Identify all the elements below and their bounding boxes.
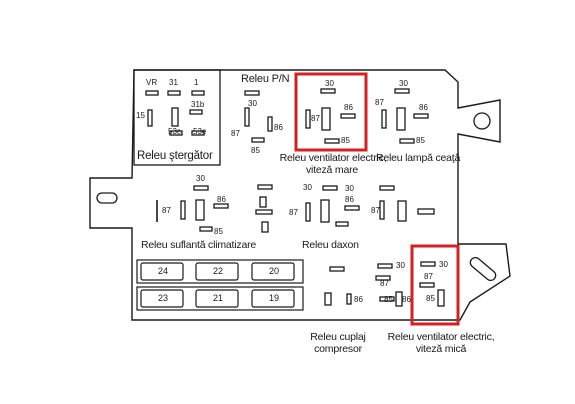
- pin-label: 86: [345, 195, 354, 204]
- label-cuplaj-line2: compresor: [314, 343, 362, 355]
- pin-label: 85: [416, 136, 425, 145]
- label-vent-mica-line2: viteză mică: [415, 343, 467, 355]
- pin-label: 1: [194, 78, 199, 87]
- fuse-label: 23: [158, 293, 169, 303]
- pin-label: 30: [248, 99, 257, 108]
- pin-label: 87: [380, 279, 389, 288]
- label-cuplaj-line1: Releu cuplaj: [310, 331, 366, 343]
- mount-hole-right: [473, 112, 491, 130]
- pin-label: 85: [426, 294, 435, 303]
- pin-label: 85: [251, 146, 260, 155]
- wiper-relay-box: [133, 69, 221, 166]
- label-releu-stergator: Releu ştergător: [137, 150, 213, 162]
- pin-label: 87: [311, 114, 320, 123]
- pin-label: 86: [402, 295, 411, 304]
- fuse-row-top: [136, 259, 304, 284]
- pin-label: 30: [396, 261, 405, 270]
- pin-label: 31: [169, 78, 178, 87]
- label-lampa-ceata: Releu lampă ceaţă: [376, 152, 461, 164]
- pin-label: 85: [384, 295, 393, 304]
- pin-label: 85: [341, 136, 350, 145]
- label-vent-mica-line1: Releu ventilator electric,: [387, 331, 495, 343]
- pin-label: 30: [325, 79, 334, 88]
- pin-label: 86: [217, 195, 226, 204]
- label-releu-pn: Releu P/N: [241, 73, 290, 85]
- highlight-vent-mica: [410, 244, 460, 326]
- fuse-label: 24: [158, 266, 169, 276]
- pin-label: 30: [303, 183, 312, 192]
- fuse-label: 20: [269, 266, 280, 276]
- pin-label: 30: [196, 174, 205, 183]
- pin-label: 86: [274, 123, 283, 132]
- pin-label: 30: [399, 79, 408, 88]
- pin-label: 53e: [193, 127, 207, 136]
- pin-label: 15: [136, 111, 145, 120]
- pin-label: 87: [375, 98, 384, 107]
- label-suflanta: Releu suflantă climatizare: [141, 239, 257, 251]
- fuse-label: 21: [213, 293, 224, 303]
- label-vent-mare-line1: Releu ventilator electric,: [279, 152, 387, 164]
- pin-label: 87: [289, 208, 298, 217]
- label-daxon: Releu daxon: [302, 239, 359, 251]
- pin-label: VR: [146, 78, 158, 87]
- pin-label: 53c: [168, 127, 181, 136]
- mount-slot-right: [469, 256, 497, 282]
- pin-label: 86: [344, 103, 353, 112]
- pin-label: 30: [345, 184, 354, 193]
- highlight-vent-mare: [294, 72, 368, 152]
- pin-label: 87: [371, 206, 380, 215]
- label-vent-mare-line2: viteză mare: [305, 164, 359, 176]
- fuse-label: 19: [269, 293, 280, 303]
- pin-label: 87: [231, 129, 240, 138]
- pin-label: 86: [419, 103, 428, 112]
- pin-label: 87: [424, 272, 433, 281]
- pin-label: 86: [354, 295, 363, 304]
- fuse-label: 22: [213, 266, 224, 276]
- pin-label: 31b: [191, 100, 205, 109]
- mount-hole-left: [96, 192, 118, 204]
- pin-label: 30: [439, 260, 448, 269]
- fuse-row-bottom: [136, 286, 304, 311]
- fuse-box-outline: [89, 69, 511, 321]
- pin-label: 87: [162, 206, 171, 215]
- pin-label: 85: [214, 227, 223, 236]
